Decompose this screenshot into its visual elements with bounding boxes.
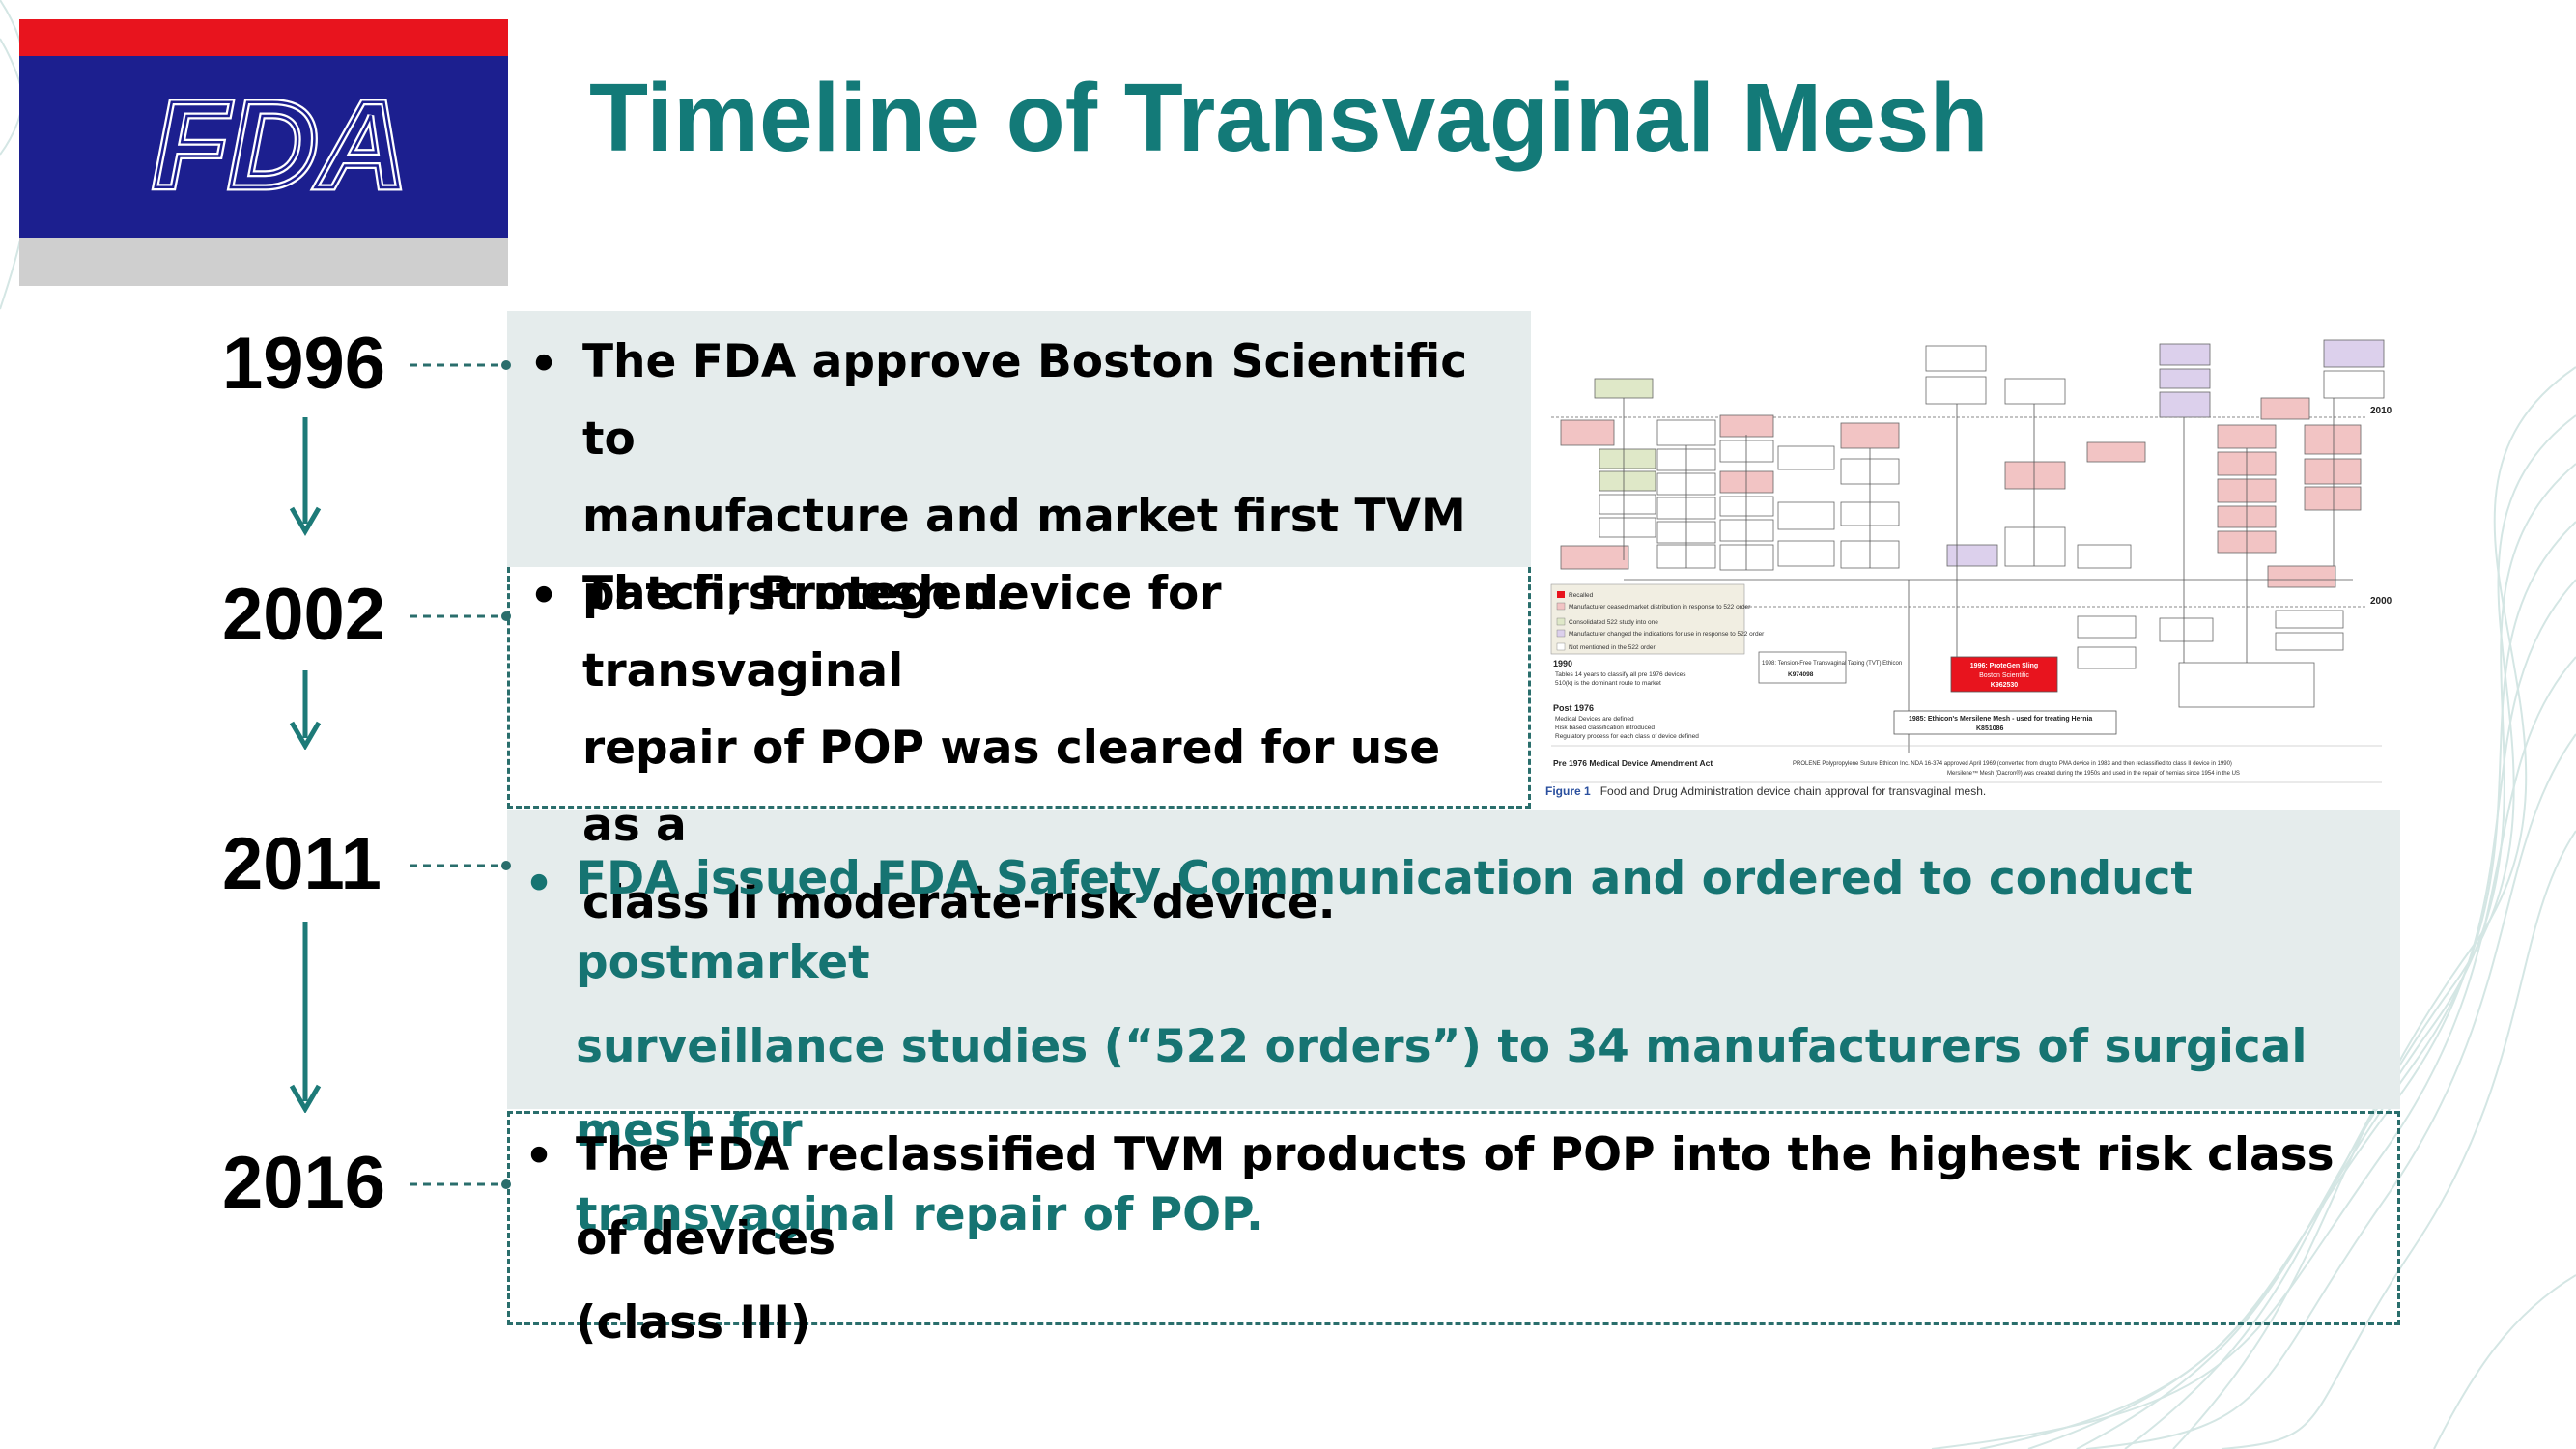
- text-2002-line-1: The first mesh device for transvaginal: [582, 567, 1222, 697]
- fda-wordmark: FDA FDA: [150, 79, 410, 214]
- text-1996-line-3: patch, Protegen.: [582, 567, 1012, 620]
- arrow-down-1: [289, 417, 322, 536]
- figure-caption: Figure 1 Food and Drug Administration dev…: [1545, 784, 2415, 798]
- connector-1996: [410, 360, 511, 370]
- device-chain-figure: 2010 2000: [1542, 338, 2392, 802]
- logo-red-band: [19, 19, 508, 56]
- fda-wordmark-text: FDA: [153, 79, 407, 214]
- year-1996: 1996: [222, 323, 386, 405]
- protegen-box-sub: Boston Scientific: [1979, 672, 2029, 679]
- text-2011: FDA issued FDA Safety Communication and …: [576, 837, 2392, 1257]
- text-2011-line-3: transvaginal repair of POP.: [576, 1188, 1263, 1241]
- year-2002: 2002: [222, 574, 386, 656]
- figure-year-2010: 2010: [2370, 406, 2392, 416]
- figure-legend: Recalled Manufacturer ceased market dist…: [1550, 583, 1765, 740]
- post1976-item-1: Medical Devices are defined: [1555, 716, 1634, 723]
- legend-ceased: Manufacturer ceased market distribution …: [1569, 604, 1751, 611]
- bullet-1996: •: [529, 338, 559, 391]
- text-2002: The first mesh device for transvaginal r…: [582, 555, 1510, 942]
- page-title: Timeline of Transvaginal Mesh: [589, 64, 1989, 172]
- text-2002-line-3: class II moderate-risk device.: [582, 876, 1336, 929]
- logo-blue-band: [19, 56, 508, 238]
- connector-2002: [410, 611, 511, 621]
- box-1996: [507, 311, 1531, 567]
- text-2011-line-2: surveillance studies (“522 orders”) to 3…: [576, 1020, 2307, 1157]
- pre1976-note-2: Mersilene™ Mesh (Dacron®) was created du…: [1947, 770, 2240, 777]
- fda-logo: FDA FDA: [19, 19, 508, 286]
- ttvt-box-code: K974098: [1788, 671, 1814, 678]
- arrow-down-2: [289, 670, 322, 750]
- year-2016: 2016: [222, 1142, 386, 1224]
- box-2002: [507, 567, 1531, 809]
- bullet-2011: •: [524, 858, 554, 911]
- figure-year-2000: 2000: [2370, 596, 2392, 607]
- text-2016-line-2: (class III): [576, 1296, 811, 1350]
- post1976-item-3: Regulatory process for each class of dev…: [1555, 733, 1699, 740]
- bullet-2016: •: [524, 1130, 554, 1183]
- text-2011-line-1: FDA issued FDA Safety Communication and …: [576, 852, 2193, 989]
- figure-connector-lines: [1623, 398, 2353, 753]
- legend-1990-item-1: Tables 14 years to classify all pre 1976…: [1555, 671, 1686, 678]
- year-2011: 2011: [222, 823, 382, 905]
- figure-key-boxes: 1998: Tension-Free Transvaginal Taping (…: [1762, 656, 2117, 735]
- mersilene-box-code: K851086: [1976, 725, 2004, 732]
- connector-2011: [410, 861, 511, 870]
- box-2011: [507, 810, 2400, 1109]
- arrow-down-3: [289, 922, 322, 1113]
- connector-2016: [410, 1179, 511, 1189]
- bullet-2002: •: [529, 570, 559, 623]
- text-2016-line-1: The FDA reclassified TVM products of POP…: [576, 1128, 2335, 1265]
- text-1996-line-1: The FDA approve Boston Scientific to: [582, 335, 1468, 466]
- pre1976-label: Pre 1976 Medical Device Amendment Act: [1553, 758, 1713, 768]
- legend-recalled: Recalled: [1569, 592, 1594, 599]
- legend-consolidated: Consolidated 522 study into one: [1569, 619, 1658, 626]
- protegen-box-label: 1996: ProteGen Sling: [1970, 663, 2038, 669]
- legend-1990-item-2: 510(k) is the dominant route to market: [1555, 680, 1661, 687]
- text-2002-line-2: repair of POP was cleared for use as a: [582, 722, 1441, 852]
- logo-gray-band: [19, 238, 508, 286]
- figure-pre1976: Pre 1976 Medical Device Amendment Act PR…: [1551, 745, 2382, 783]
- post1976-title: Post 1976: [1553, 703, 1594, 713]
- protegen-box-code: K962530: [1991, 682, 2019, 689]
- legend-changed-indications: Manufacturer changed the indications for…: [1569, 631, 1765, 638]
- text-1996: The FDA approve Boston Scientific to man…: [582, 324, 1510, 633]
- figure-caption-text: Food and Drug Administration device chai…: [1599, 784, 1987, 798]
- legend-not-mentioned: Not mentioned in the 522 order: [1569, 644, 1656, 651]
- mersilene-box-label: 1985: Ethicon's Mersilene Mesh - used fo…: [1909, 716, 2092, 723]
- ttvt-box-label: 1998: Tension-Free Transvaginal Taping (…: [1762, 661, 1902, 667]
- text-1996-line-2: manufacture and market first TVM: [582, 490, 1466, 543]
- legend-1990-title: 1990: [1553, 659, 1572, 668]
- fda-wordmark-inner: FDA: [153, 79, 407, 214]
- box-2016: [507, 1111, 2400, 1325]
- figure-caption-label: Figure 1: [1545, 784, 1591, 798]
- pre1976-note: PROLENE Polypropylene Suture Ethicon Inc…: [1793, 761, 2232, 767]
- post1976-item-2: Risk based classification introduced: [1555, 724, 1655, 731]
- text-2016: The FDA reclassified TVM products of POP…: [576, 1113, 2392, 1365]
